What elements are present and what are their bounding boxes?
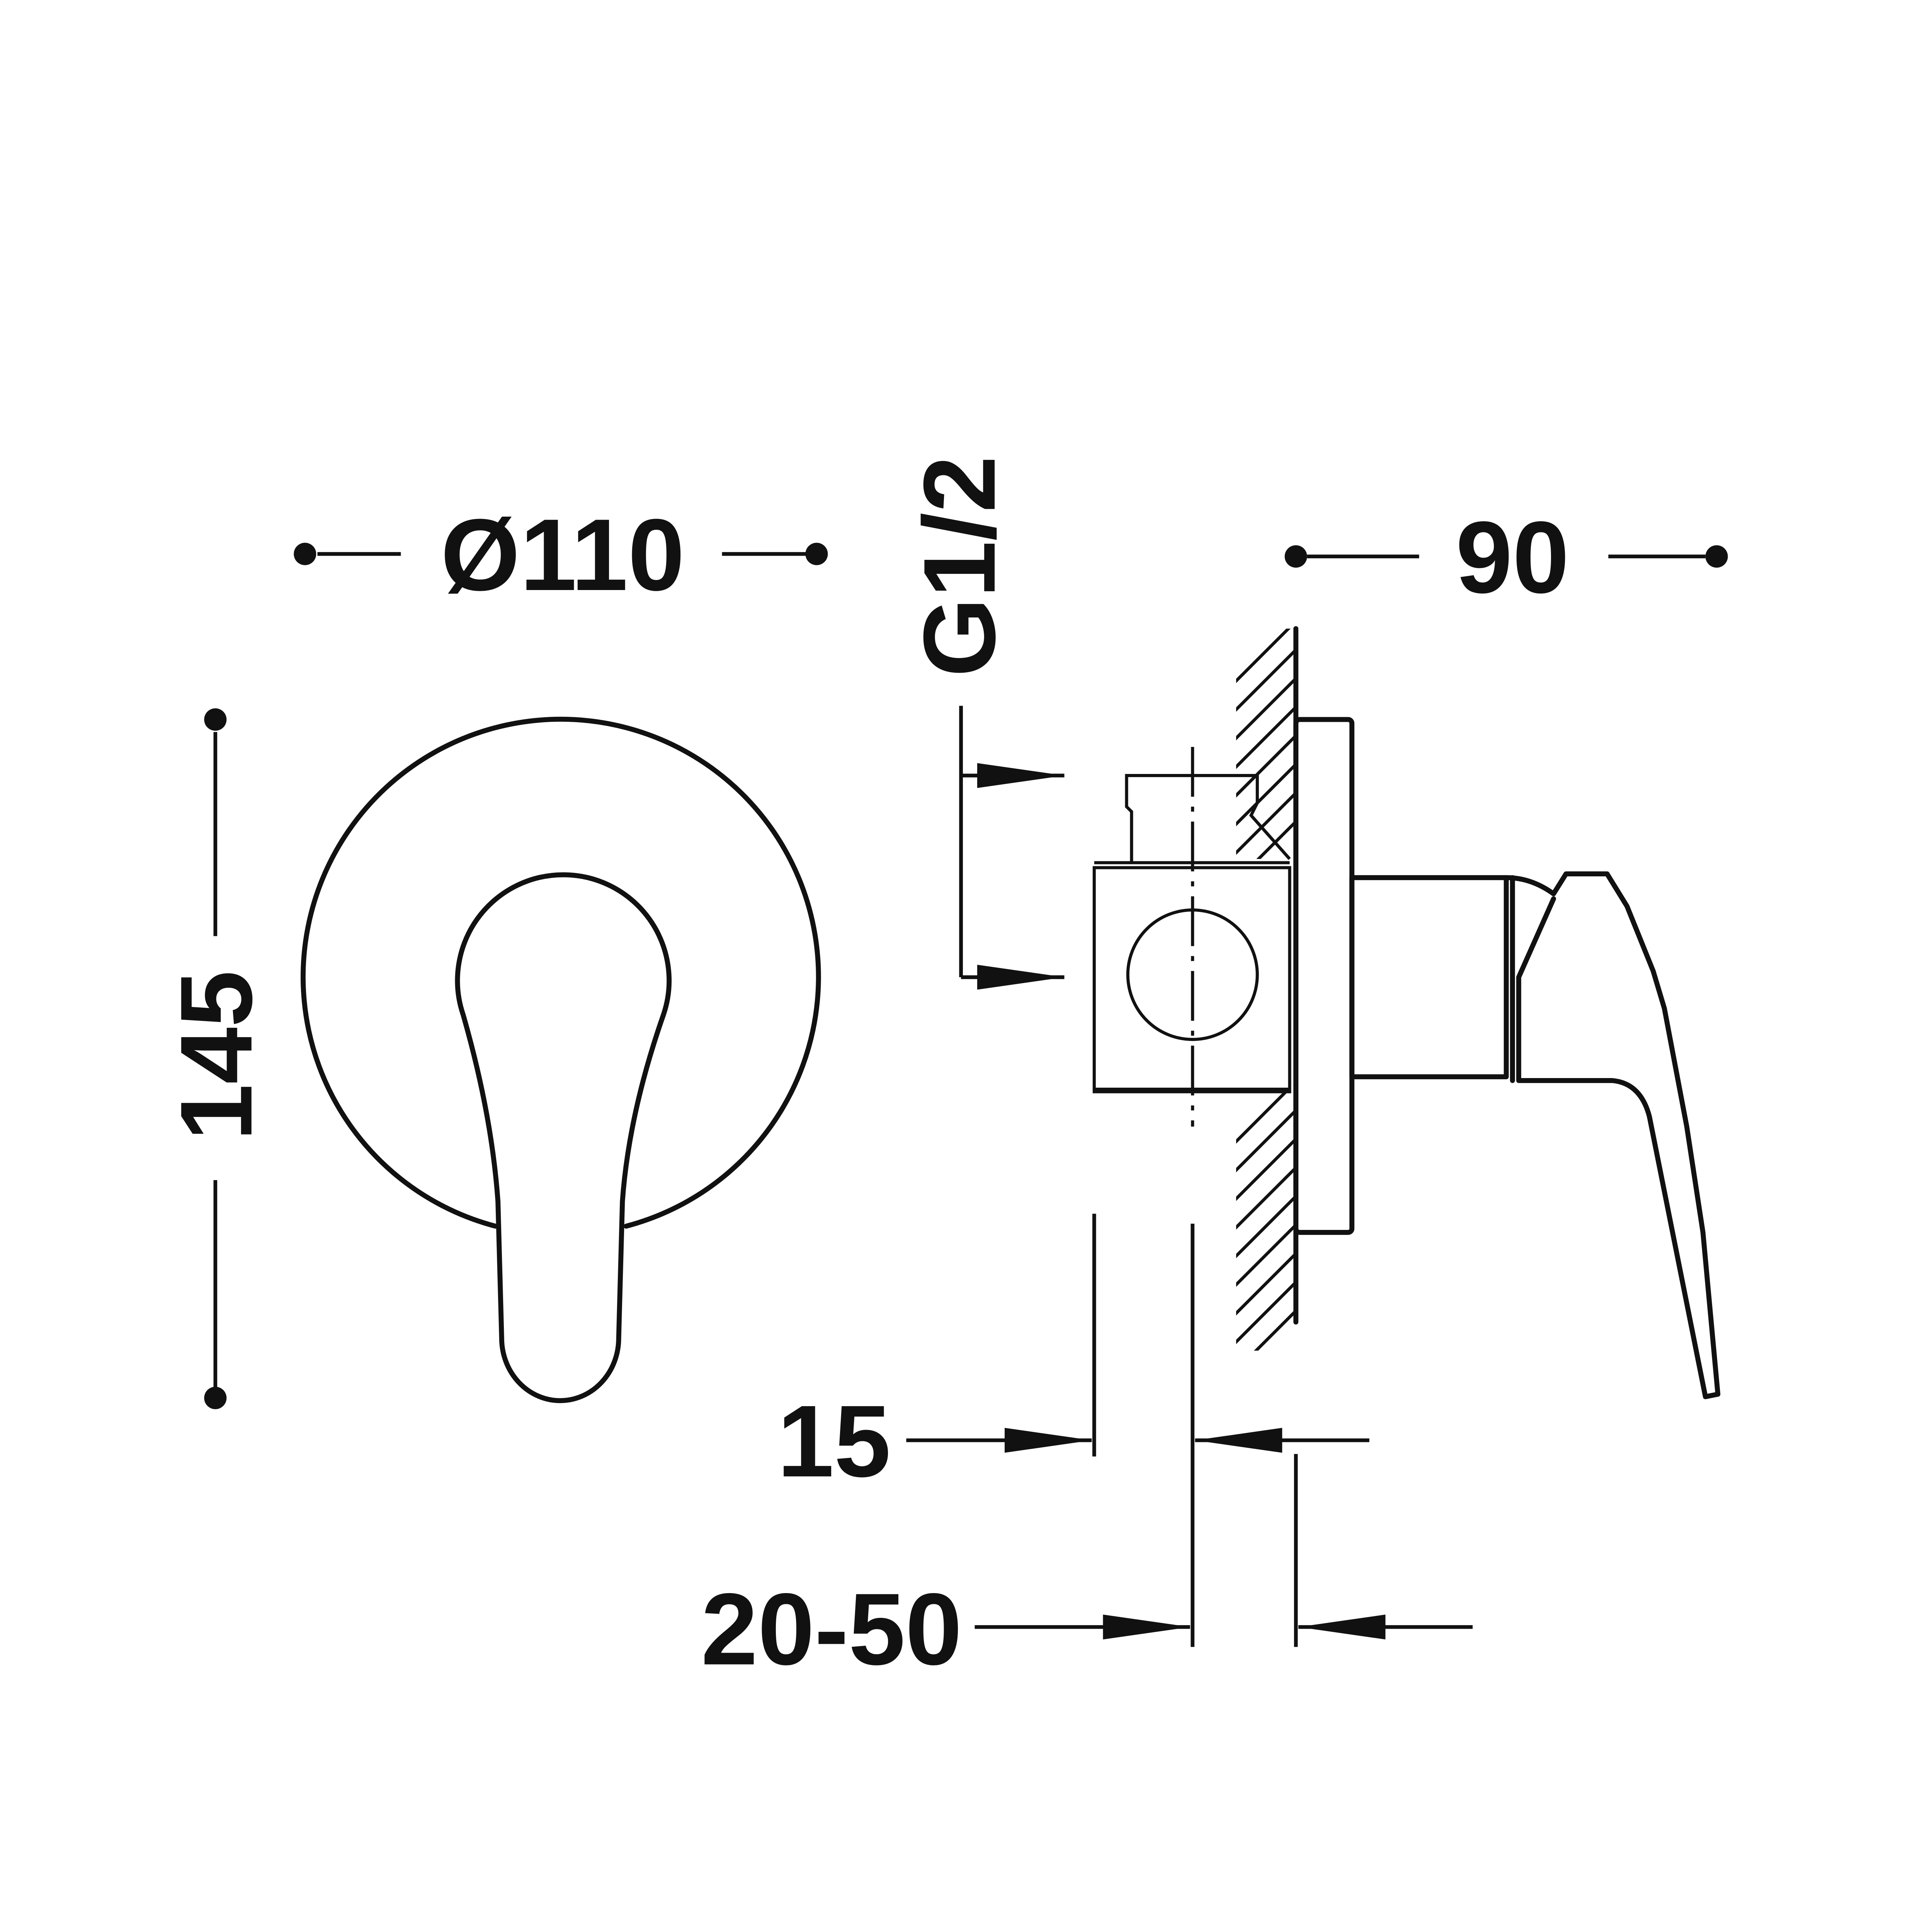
dimension-diameter: Ø110 (294, 498, 828, 612)
dimension-depth: 90 (1284, 500, 1728, 614)
lever-outline (455, 872, 672, 1403)
wall-hatch-top (1236, 628, 1296, 859)
cover-plate-side (1293, 717, 1355, 1235)
dimension-offset: 15 (777, 1214, 1369, 1647)
side-view (1092, 626, 1721, 1400)
cover-plate-outline (301, 717, 821, 1229)
wall-hatch-bottom (1236, 1089, 1296, 1351)
front-view (301, 717, 821, 1403)
lever-side (1503, 871, 1721, 1400)
dimension-thread: G1/2 (902, 456, 1065, 990)
dimension-embed-range: 20-50 (701, 1454, 1473, 1686)
offset-label: 15 (777, 1384, 891, 1498)
height-label: 145 (159, 971, 273, 1141)
dimension-height: 145 (159, 708, 273, 1409)
depth-label: 90 (1456, 500, 1569, 614)
cartridge-sleeve (1349, 875, 1509, 1080)
thread-label: G1/2 (902, 456, 1016, 677)
embed-range-label: 20-50 (701, 1572, 962, 1686)
valve-top (1125, 774, 1291, 863)
diameter-label: Ø110 (440, 498, 685, 612)
